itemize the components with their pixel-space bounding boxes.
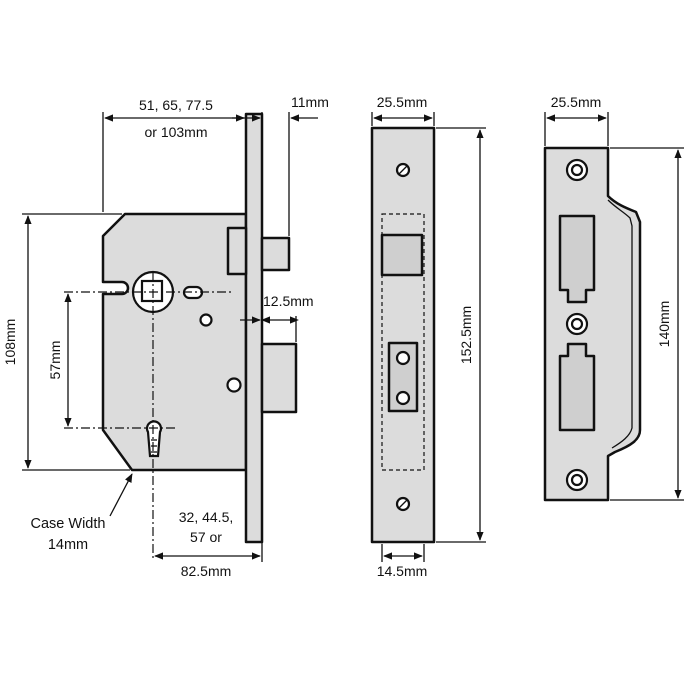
- label-forend-width: 25.5mm: [377, 94, 428, 110]
- latch-bolt: [226, 226, 248, 276]
- label-case-height: 108mm: [2, 319, 18, 366]
- latch-tongue: [260, 236, 291, 272]
- dim-case-height: 108mm: [2, 213, 130, 471]
- label-lower-backset-2: 57 or: [190, 529, 222, 545]
- dead-bolt: [260, 342, 298, 414]
- label-backset: 51, 65, 77.5: [139, 97, 213, 113]
- strike-plate: [543, 146, 642, 502]
- dim-forend-length: 152.5mm: [436, 127, 486, 543]
- label-bolt-width: 14.5mm: [377, 563, 428, 579]
- forend-plate: [244, 112, 264, 544]
- dim-bolt-width: 14.5mm: [377, 544, 428, 579]
- label-lower-backset-1: 32, 44.5,: [179, 509, 234, 525]
- lock-case: [101, 212, 248, 472]
- label-centres: 57mm: [47, 341, 63, 380]
- spindle-square: [140, 279, 164, 303]
- label-bolt-throw: 12.5mm: [263, 293, 314, 309]
- label-forend-length: 152.5mm: [458, 306, 474, 364]
- dim-centres: 57mm: [47, 293, 72, 427]
- strike-plate-view: [543, 146, 642, 502]
- label-lower-backset-3: 82.5mm: [181, 563, 232, 579]
- label-strike-length: 140mm: [656, 301, 672, 348]
- latch-opening: [380, 233, 424, 277]
- bolt-hole-upper: [395, 350, 411, 366]
- dim-strike-length: 140mm: [610, 147, 684, 501]
- case-outline-dashed: [381, 213, 425, 471]
- keyhole: [145, 420, 163, 458]
- case-hole-upper: [199, 313, 213, 327]
- strike-lip-inner: [607, 199, 633, 449]
- label-forend-thickness: 11mm: [291, 94, 329, 110]
- dim-bolt-throw: 12.5mm: [240, 293, 314, 342]
- label-case-width-2: 14mm: [48, 537, 88, 553]
- label-backset-2: or 103mm: [144, 124, 207, 140]
- forend-front-view: [370, 126, 436, 544]
- forend-face: [370, 126, 436, 544]
- lock-body-side-view: [64, 112, 298, 560]
- dim-lower-backset: 32, 44.5, 57 or 82.5mm: [154, 509, 263, 579]
- dim-latch-projection: 11mm: [232, 94, 329, 236]
- case-hole-lower: [226, 377, 242, 393]
- dim-backset: 51, 65, 77.5 or 103mm: [102, 97, 263, 212]
- label-case-width-1: Case Width: [31, 516, 106, 532]
- bolt-recess: [558, 342, 596, 432]
- dim-forend-width: 25.5mm: [371, 94, 435, 126]
- bolt-hole-lower: [395, 390, 411, 406]
- latch-recess: [558, 214, 596, 304]
- case-width-note: Case Width 14mm: [31, 473, 133, 553]
- dim-strike-width: 25.5mm: [544, 94, 609, 146]
- label-strike-width: 25.5mm: [551, 94, 602, 110]
